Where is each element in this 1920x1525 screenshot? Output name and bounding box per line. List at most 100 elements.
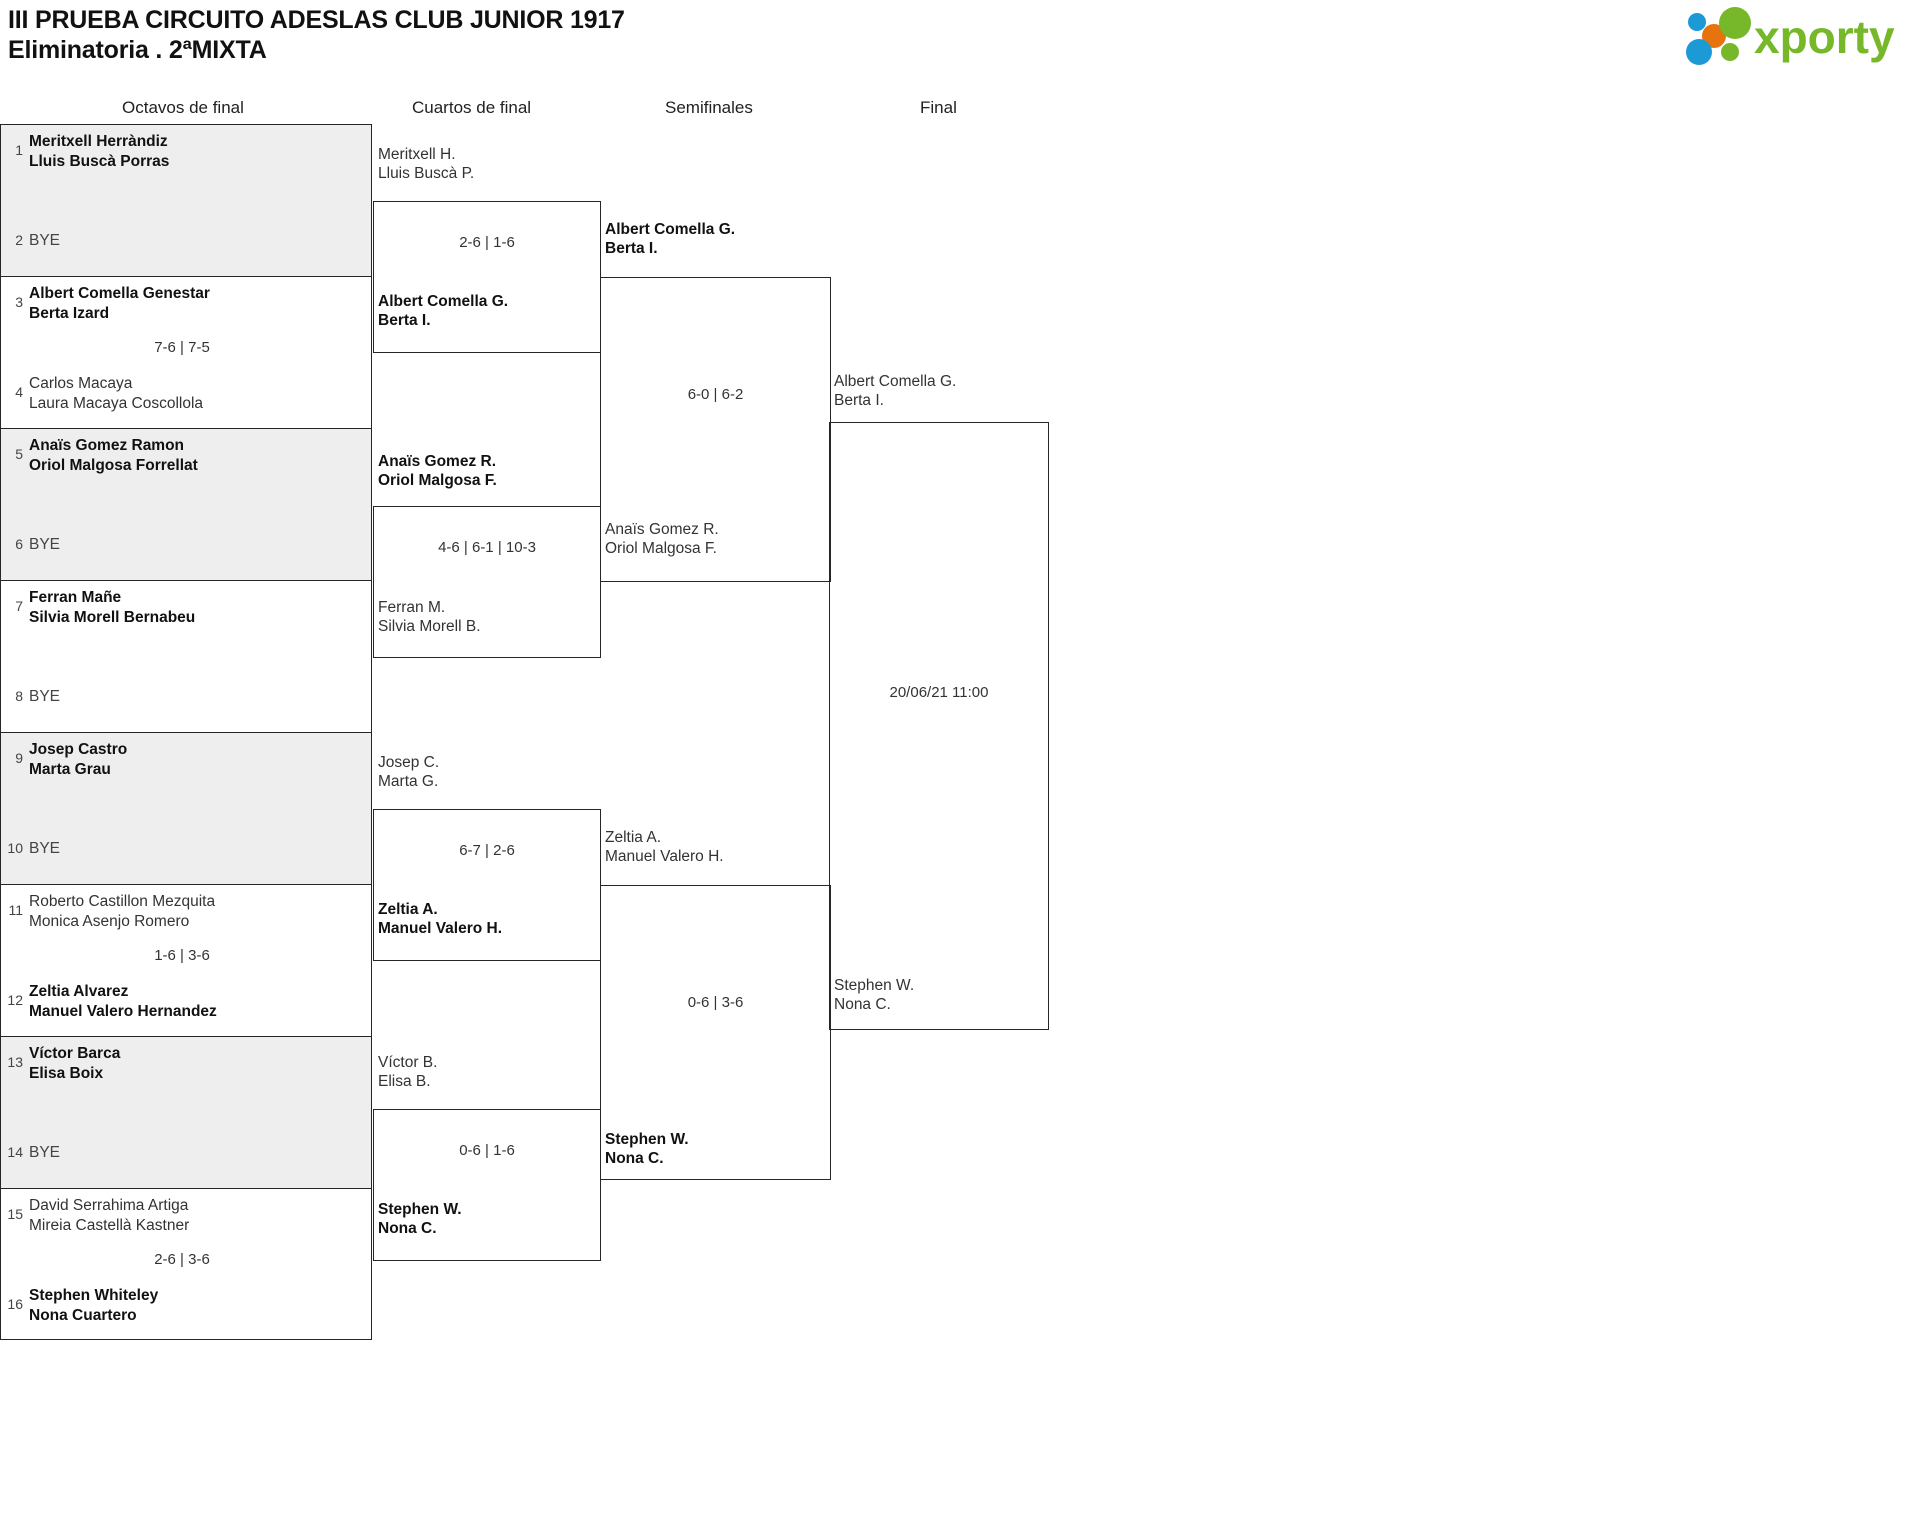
round3-entrant-bottom-1: Anaïs Gomez R. Oriol Malgosa F. [605, 520, 719, 558]
round1-match-6[interactable]: 11 Roberto Castillon Mezquita Monica Ase… [0, 884, 372, 1036]
round2-match-3[interactable]: 6-7 | 2-6 [373, 809, 601, 961]
entrant-line: Zeltia A. [378, 901, 438, 918]
round1-slot-12[interactable]: 12 Zeltia Alvarez Manuel Valero Hernande… [1, 981, 371, 1027]
seed-number: 14 [7, 1144, 23, 1160]
xporty-logo[interactable]: xporty [1680, 6, 1912, 68]
round1-match-2[interactable]: 3 Albert Comella Genestar Berta Izard 7-… [0, 276, 372, 428]
entrant-line: Stephen W. [605, 1131, 689, 1148]
seed-number: 13 [7, 1054, 23, 1070]
match-score: 2-6 | 1-6 [459, 234, 515, 251]
round2-entrant-bottom-1: Albert Comella G. Berta I. [378, 292, 508, 330]
round4-match-final[interactable]: 20/06/21 11:00 [829, 422, 1049, 1030]
entrant-line: Josep Castro [29, 741, 128, 758]
entrant-line: Oriol Malgosa F. [378, 472, 497, 489]
entrant-line: Oriol Malgosa Forrellat [29, 457, 198, 474]
round1-match-8[interactable]: 15 David Serrahima Artiga Mireia Castell… [0, 1188, 372, 1340]
round2-entrant-bottom-4: Stephen W. Nona C. [378, 1200, 462, 1238]
entrant-names: Meritxell Herràndiz Lluis Buscà Porras [29, 131, 371, 172]
round2-entrant-top-4: Víctor B. Elisa B. [378, 1053, 437, 1091]
round1-slot-11[interactable]: 11 Roberto Castillon Mezquita Monica Ase… [1, 891, 371, 937]
round1-match-3[interactable]: 5 Anaïs Gomez Ramon Oriol Malgosa Forrel… [0, 428, 372, 580]
round1-slot-5[interactable]: 5 Anaïs Gomez Ramon Oriol Malgosa Forrel… [1, 435, 371, 481]
round2-match-2[interactable]: 4-6 | 6-1 | 10-3 [373, 506, 601, 658]
round1-match-1[interactable]: 1 Meritxell Herràndiz Lluis Buscà Porras… [0, 124, 372, 276]
round-header-cuartos: Cuartos de final [412, 98, 532, 117]
round1-slot-8[interactable]: 8 BYE [1, 677, 371, 723]
entrant-line: Albert Comella G. [378, 293, 509, 310]
entrant-names: BYE [29, 1133, 371, 1163]
round1-slot-14[interactable]: 14 BYE [1, 1133, 371, 1179]
logo-dots-icon [1686, 7, 1751, 65]
round2-entrant-top-3: Josep C. Marta G. [378, 753, 439, 791]
round2-match-4[interactable]: 0-6 | 1-6 [373, 1109, 601, 1261]
match-score: 4-6 | 6-1 | 10-3 [438, 539, 536, 556]
match-score: 2-6 | 3-6 [154, 1251, 210, 1268]
entrant-line: Zeltia Alvarez [29, 983, 129, 1000]
round1-slot-7[interactable]: 7 Ferran Mañe Silvia Morell Bernabeu [1, 587, 371, 633]
entrant-names: Stephen Whiteley Nona Cuartero [29, 1285, 371, 1326]
entrant-line: Anaïs Gomez R. [605, 521, 719, 538]
round1-slot-16[interactable]: 16 Stephen Whiteley Nona Cuartero [1, 1285, 371, 1331]
seed-number: 11 [8, 902, 23, 918]
entrant-line: Zeltia A. [605, 829, 661, 846]
entrant-names: David Serrahima Artiga Mireia Castellà K… [29, 1195, 371, 1236]
round1-match-7[interactable]: 13 Víctor Barca Elisa Boix 14 BYE [0, 1036, 372, 1188]
entrant-line: Josep C. [378, 754, 440, 771]
entrant-line: Manuel Valero H. [378, 920, 503, 937]
match-score: 6-7 | 2-6 [459, 842, 515, 859]
entrant-names: Zeltia Alvarez Manuel Valero Hernandez [29, 981, 371, 1022]
entrant-line: BYE [29, 232, 61, 249]
entrant-line: Anaïs Gomez R. [378, 453, 496, 470]
round3-entrant-top-2: Zeltia A. Manuel Valero H. [605, 828, 724, 866]
round4-entrant-bottom: Stephen W. Nona C. [834, 976, 914, 1014]
entrant-line: Albert Comella G. [834, 373, 957, 390]
entrant-line: Berta I. [605, 240, 658, 257]
entrant-line: Berta I. [378, 312, 431, 329]
entrant-line: BYE [29, 840, 61, 857]
round2-match-1[interactable]: 2-6 | 1-6 [373, 201, 601, 353]
entrant-names: BYE [29, 677, 371, 707]
round1-slot-13[interactable]: 13 Víctor Barca Elisa Boix [1, 1043, 371, 1089]
round1-slot-15[interactable]: 15 David Serrahima Artiga Mireia Castell… [1, 1195, 371, 1241]
seed-number: 16 [7, 1296, 23, 1312]
seed-number: 4 [15, 384, 23, 400]
entrant-line: Nona C. [834, 996, 891, 1013]
round1-slot-6[interactable]: 6 BYE [1, 525, 371, 571]
round1-slot-1[interactable]: 1 Meritxell Herràndiz Lluis Buscà Porras [1, 131, 371, 177]
round4-entrant-top: Albert Comella G. Berta I. [834, 372, 956, 410]
entrant-names: BYE [29, 221, 371, 251]
round3-entrant-bottom-2: Stephen W. Nona C. [605, 1130, 689, 1168]
entrant-line: BYE [29, 688, 61, 705]
entrant-line: Meritxell Herràndiz [29, 133, 168, 150]
entrant-line: Lluis Buscà P. [378, 165, 475, 182]
entrant-line: Nona Cuartero [29, 1307, 137, 1324]
entrant-line: Ferran M. [378, 599, 446, 616]
seed-number: 2 [15, 232, 23, 248]
round-header-final: Final [920, 98, 957, 117]
entrant-line: Marta Grau [29, 761, 111, 778]
entrant-names: Anaïs Gomez Ramon Oriol Malgosa Forrella… [29, 435, 371, 476]
entrant-line: Elisa Boix [29, 1065, 104, 1082]
round1-slot-2[interactable]: 2 BYE [1, 221, 371, 267]
round2-entrant-top-1: Meritxell H. Lluis Buscà P. [378, 145, 474, 183]
round1-match-5[interactable]: 9 Josep Castro Marta Grau 10 BYE [0, 732, 372, 884]
round2-entrant-bottom-3: Zeltia A. Manuel Valero H. [378, 900, 502, 938]
round2-entrant-top-2: Anaïs Gomez R. Oriol Malgosa F. [378, 452, 497, 490]
round1-slot-3[interactable]: 3 Albert Comella Genestar Berta Izard [1, 283, 371, 329]
round1-slot-4[interactable]: 4 Carlos Macaya Laura Macaya Coscollola [1, 373, 371, 419]
final-datetime: 20/06/21 11:00 [889, 684, 989, 701]
round-header-semifinales: Semifinales [665, 98, 753, 117]
round3-match-1[interactable]: 6-0 | 6-2 [600, 277, 831, 582]
round3-match-2[interactable]: 0-6 | 3-6 [600, 885, 831, 1180]
round1-match-4[interactable]: 7 Ferran Mañe Silvia Morell Bernabeu 8 B… [0, 580, 372, 732]
round1-slot-9[interactable]: 9 Josep Castro Marta Grau [1, 739, 371, 785]
round3-entrant-top-1: Albert Comella G. Berta I. [605, 220, 735, 258]
match-score: 0-6 | 1-6 [459, 1142, 515, 1159]
round2-entrant-bottom-2: Ferran M. Silvia Morell B. [378, 598, 481, 636]
entrant-line: Albert Comella Genestar [29, 285, 210, 302]
round1-slot-10[interactable]: 10 BYE [1, 829, 371, 875]
entrant-line: Stephen W. [834, 977, 915, 994]
entrant-line: BYE [29, 1144, 61, 1161]
seed-number: 6 [15, 536, 23, 552]
